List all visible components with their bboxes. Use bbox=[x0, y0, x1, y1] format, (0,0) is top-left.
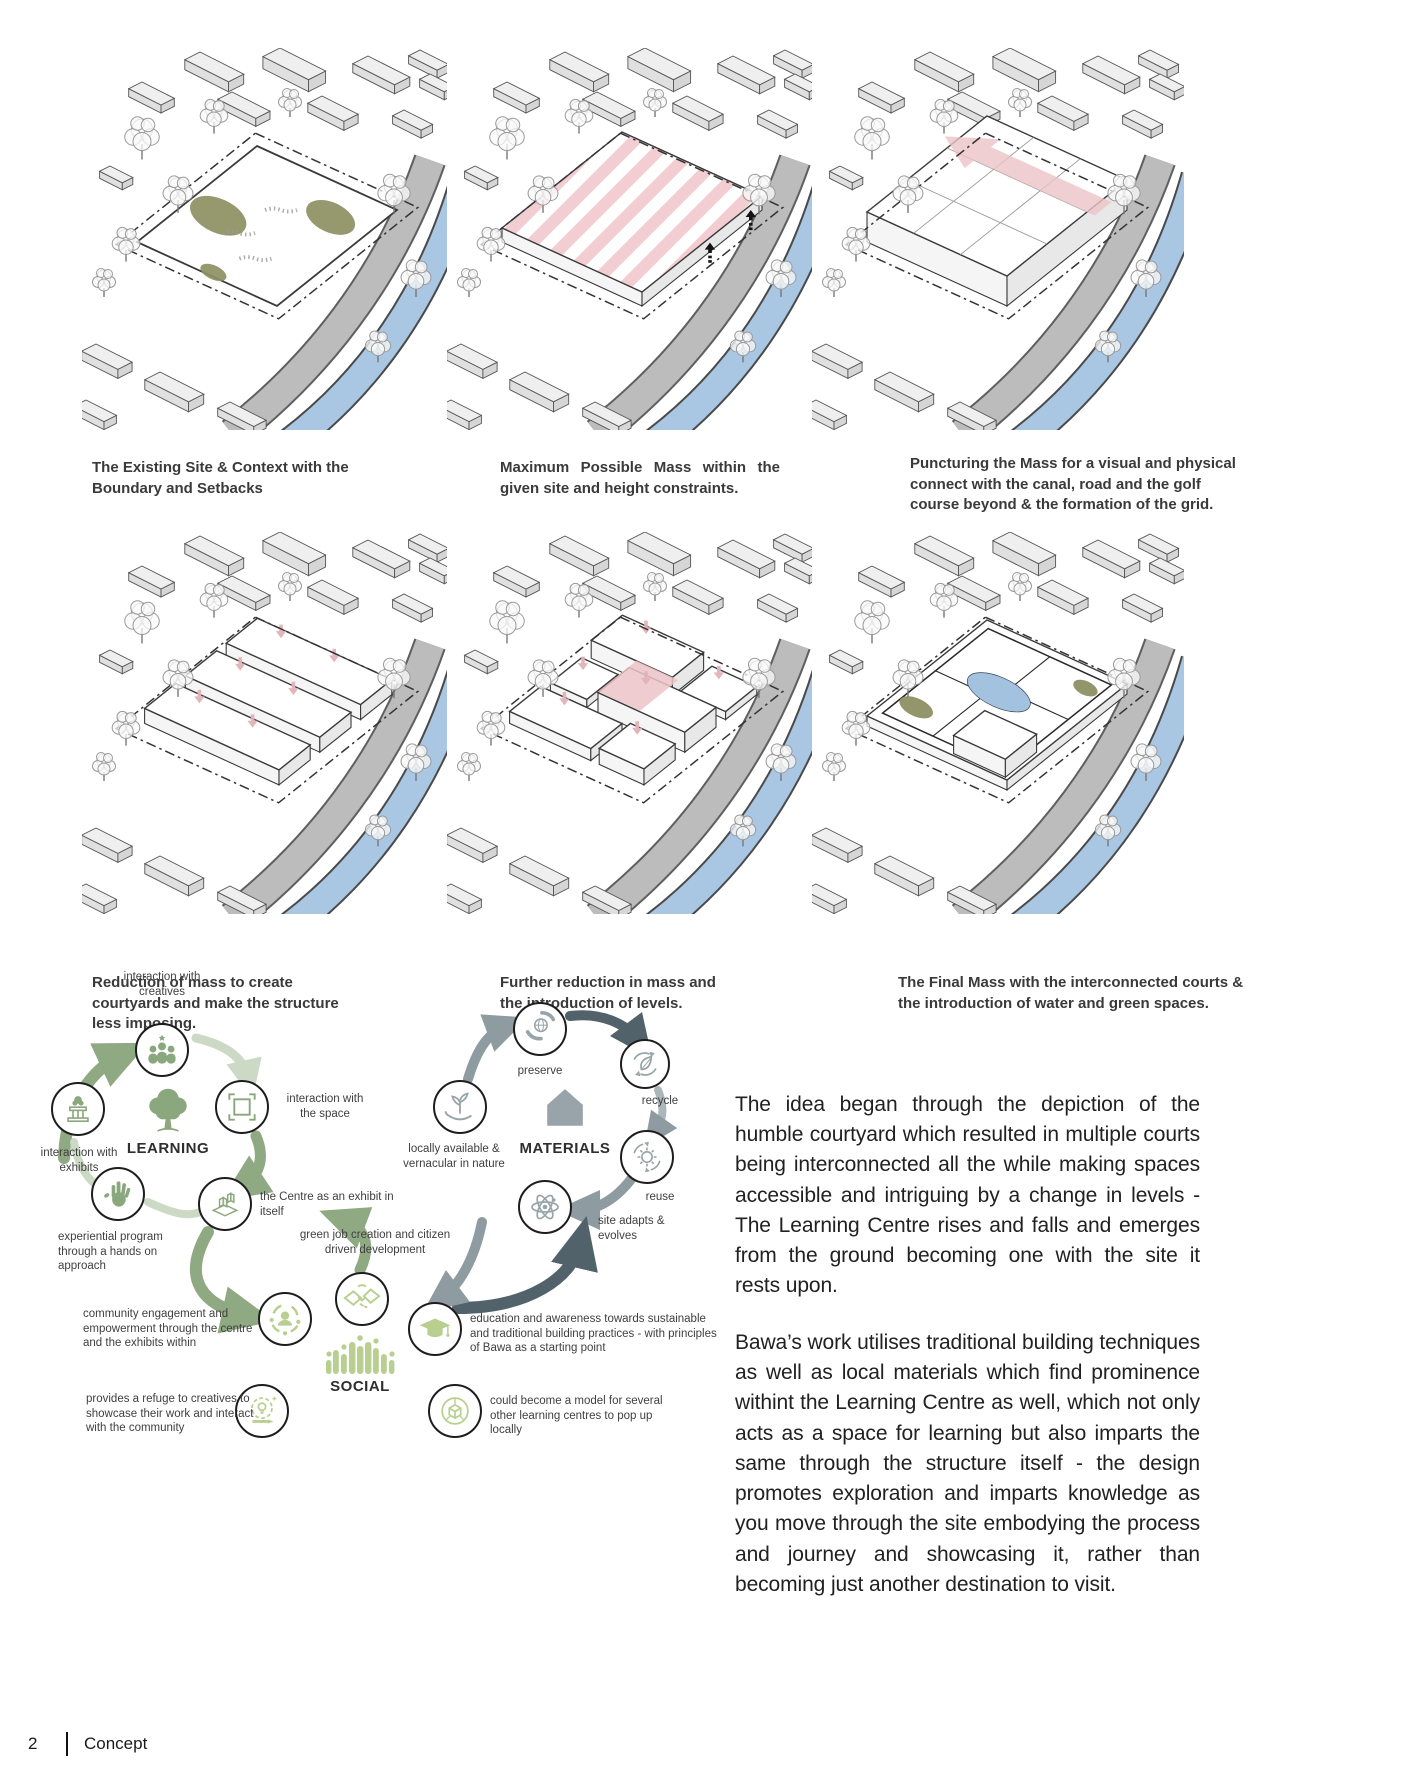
eco-node-green-jobs bbox=[335, 1272, 389, 1326]
label-green-jobs: green job creation and citizen driven de… bbox=[299, 1229, 451, 1256]
caption-maximum-mass: Maximum Possible Mass within the given s… bbox=[500, 459, 780, 497]
eco-node-centre-exhibit bbox=[198, 1177, 252, 1231]
caption-existing-site: The Existing Site & Context with the Bou… bbox=[92, 459, 349, 497]
diagram-existing-site bbox=[82, 48, 454, 430]
tree-icon bbox=[142, 1084, 194, 1134]
footer-divider bbox=[66, 1732, 68, 1756]
label-model: could become a model for several other l… bbox=[490, 1395, 663, 1437]
exhibit-model-icon bbox=[206, 1185, 244, 1223]
label-centre-exhibit: the Centre as an exhibit in itself bbox=[260, 1191, 394, 1218]
diagram-reduction-mass bbox=[82, 532, 454, 914]
eco-node-creatives bbox=[135, 1023, 189, 1077]
label-community: community engagement and empowerment thr… bbox=[83, 1308, 253, 1350]
eco-node-recycle bbox=[620, 1039, 670, 1089]
label-creatives: interaction with creatives bbox=[123, 971, 201, 998]
diagram-puncturing-mass bbox=[812, 48, 1184, 430]
crowd-icon bbox=[320, 1322, 400, 1376]
graduation-cap-icon bbox=[415, 1309, 455, 1349]
diagram-maximum-mass bbox=[447, 48, 819, 430]
eco-node-model bbox=[428, 1384, 482, 1438]
house-icon bbox=[542, 1086, 588, 1130]
label-hands-on: experiential program through a hands on … bbox=[58, 1231, 163, 1273]
paragraph-concept-idea: The idea began through the depiction of … bbox=[735, 1093, 1200, 1298]
label-exhibits: interaction with exhibits bbox=[40, 1147, 118, 1174]
materials-hub-label: MATERIALS bbox=[519, 1140, 611, 1157]
section-title: Concept bbox=[84, 1734, 148, 1753]
caption-final-mass: The Final Mass with the interconnected c… bbox=[898, 974, 1244, 1012]
label-space: interaction with the space bbox=[286, 1093, 364, 1120]
social-hub-label: SOCIAL bbox=[330, 1378, 390, 1395]
label-education: education and awareness towards sustaina… bbox=[470, 1313, 717, 1355]
exhibit-stand-icon bbox=[59, 1090, 97, 1128]
handshake-icon bbox=[342, 1279, 382, 1319]
frame-icon bbox=[223, 1088, 261, 1126]
eco-node-community bbox=[258, 1292, 312, 1346]
page-number: 2 bbox=[28, 1734, 38, 1753]
hand-icon bbox=[99, 1175, 137, 1213]
people-group-icon bbox=[143, 1031, 181, 1069]
eco-node-reuse bbox=[620, 1130, 674, 1184]
label-site-adapts: site adapts & evolves bbox=[598, 1215, 665, 1242]
atom-icon bbox=[524, 1186, 566, 1228]
gear-cycle-icon bbox=[627, 1137, 667, 1177]
hand-plant-icon bbox=[440, 1087, 480, 1127]
eco-node-site-adapts bbox=[518, 1180, 572, 1234]
label-refuge: provides a refuge to creatives to showca… bbox=[86, 1393, 254, 1435]
caption-puncturing-mass: Puncturing the Mass for a visual and phy… bbox=[910, 455, 1236, 514]
eco-node-space bbox=[215, 1080, 269, 1134]
cube-network-icon bbox=[435, 1391, 475, 1431]
idea-tool-icon bbox=[242, 1391, 282, 1431]
concept-ecosystem-diagram: LEARNING MATERIALS SOCIAL interaction wi… bbox=[28, 962, 718, 1482]
eco-node-education bbox=[408, 1302, 462, 1356]
leaf-cycle-icon bbox=[626, 1045, 664, 1083]
caption-reduction-mass: Reduction of mass to create courtyards a… bbox=[92, 974, 339, 1033]
eco-node-preserve bbox=[513, 1002, 567, 1056]
diagram-further-reduction bbox=[447, 532, 819, 914]
learning-hub-label: LEARNING bbox=[126, 1140, 210, 1157]
community-icon bbox=[265, 1299, 305, 1339]
eco-node-refuge bbox=[235, 1384, 289, 1438]
label-reuse: reuse bbox=[645, 1191, 675, 1203]
hands-globe-icon bbox=[520, 1009, 560, 1049]
label-recycle: recycle bbox=[641, 1095, 679, 1107]
eco-node-exhibits bbox=[51, 1082, 105, 1136]
paragraph-bawa-work: Bawa’s work utilises traditional buildin… bbox=[735, 1331, 1200, 1596]
label-preserve: preserve bbox=[517, 1065, 563, 1077]
eco-node-locally-available bbox=[433, 1080, 487, 1134]
label-locally-available: locally available & vernacular in nature bbox=[403, 1143, 505, 1170]
diagram-final-mass bbox=[812, 532, 1184, 914]
eco-node-hands-on bbox=[91, 1167, 145, 1221]
